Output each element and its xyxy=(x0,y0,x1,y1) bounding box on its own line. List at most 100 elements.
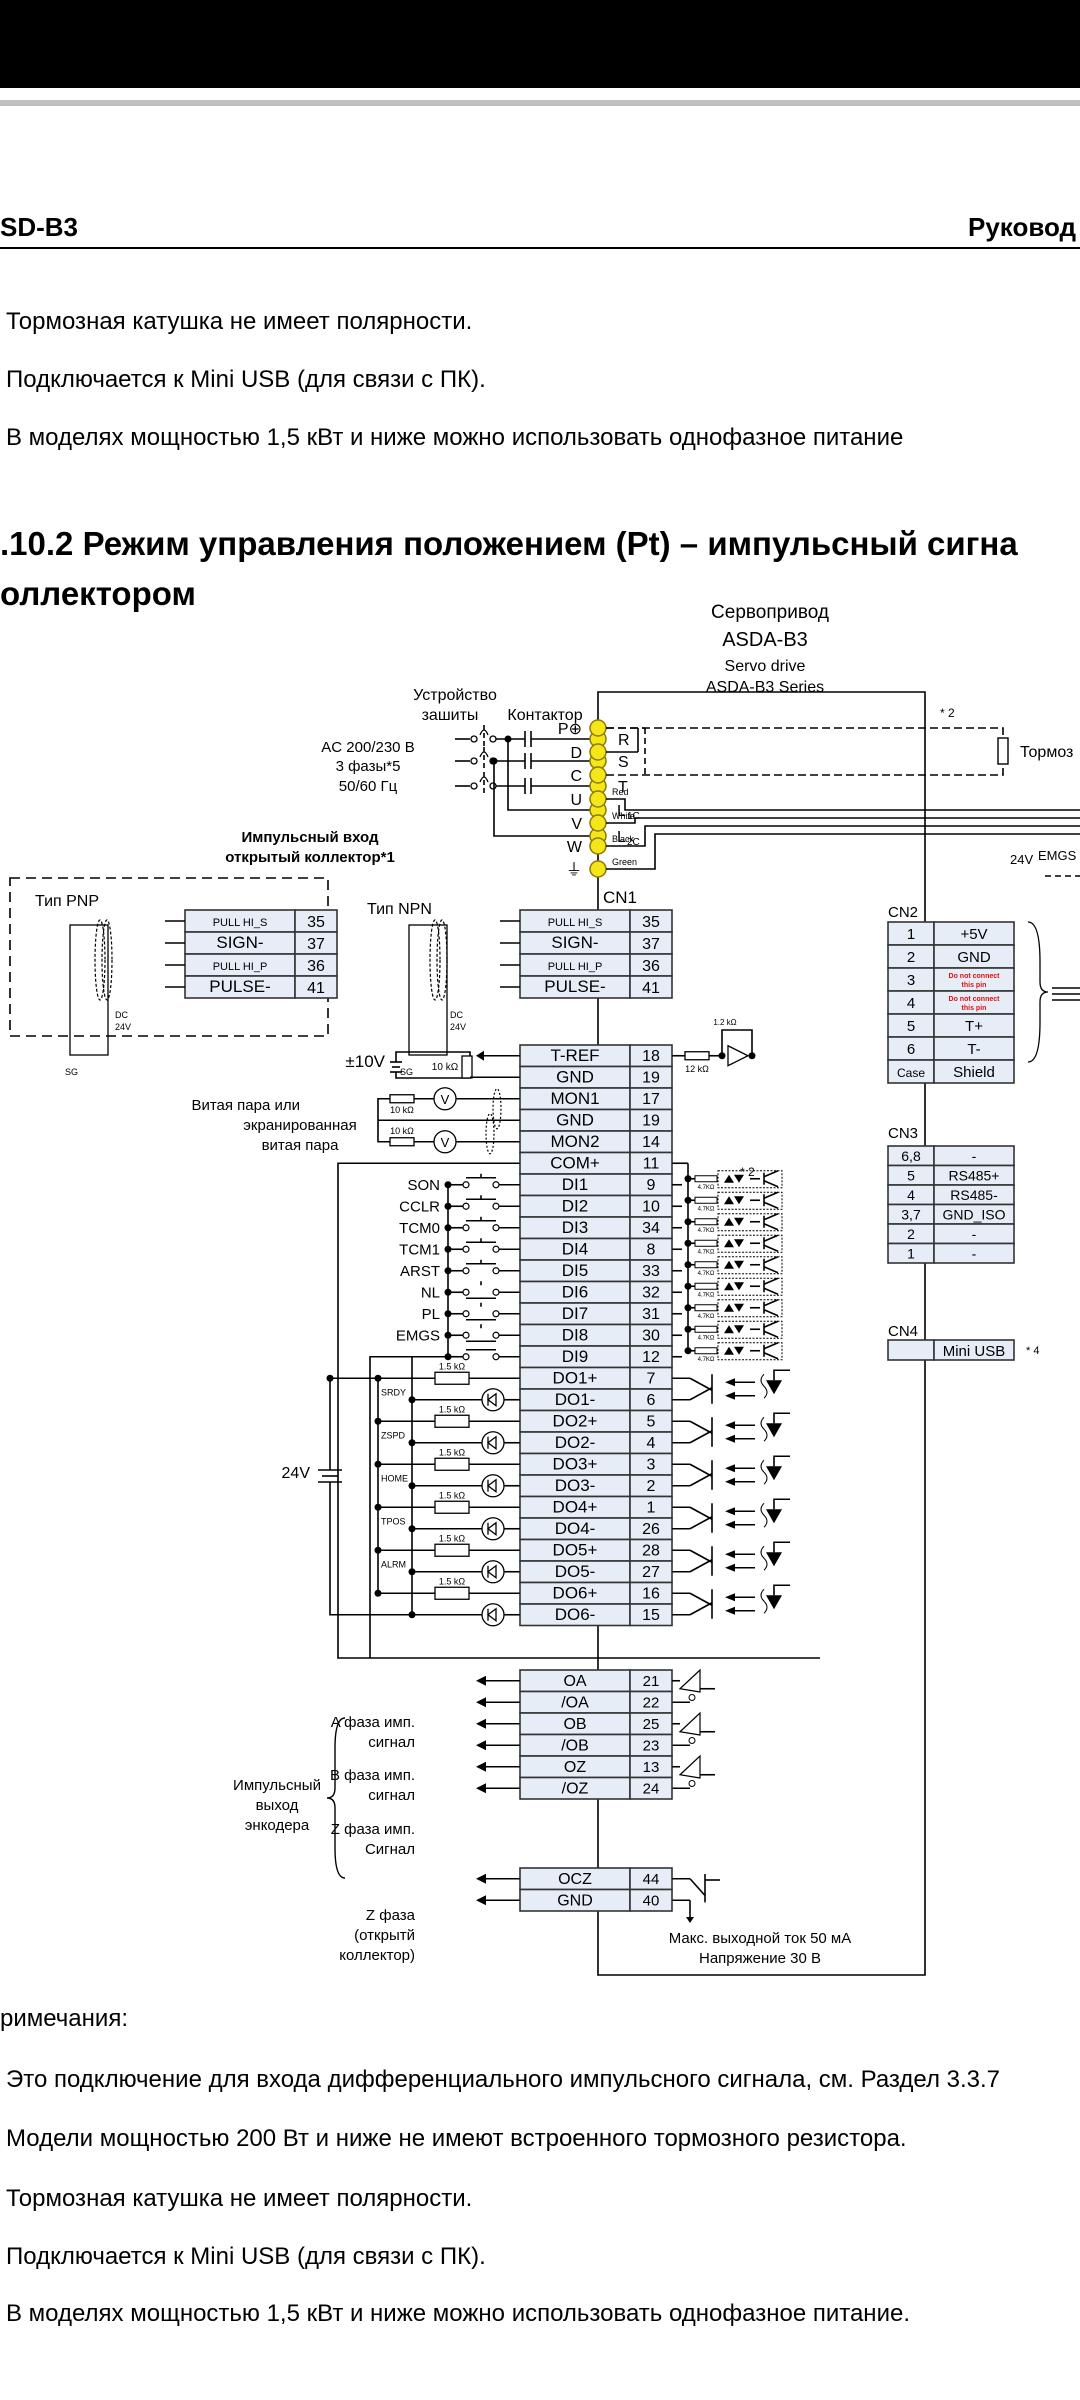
brake-resistor-icon xyxy=(997,737,1009,765)
led-pair-icon xyxy=(724,1303,744,1312)
motor-terminal-label: C xyxy=(570,768,582,785)
cn1-pin-27: 27 xyxy=(642,1564,660,1581)
breaker-contact-icon xyxy=(489,735,497,743)
di-resistor-icon xyxy=(694,1347,718,1355)
twisted-label-3: витая пара xyxy=(262,1137,339,1154)
cn3-signal: RS485+ xyxy=(949,1168,1000,1184)
sg-label: SG xyxy=(400,1067,413,1077)
emgs-24v-label: 24V xyxy=(1010,852,1033,867)
drive-title-ru: Сервопривод xyxy=(711,602,829,623)
drive-enclosure xyxy=(597,691,926,1976)
do-resistor-icon xyxy=(434,1543,470,1557)
npn-signal-name: PULL HI_S xyxy=(548,917,603,929)
encoder-signal-oz: OZ xyxy=(564,1759,586,1776)
cn1-pin-18: 18 xyxy=(642,1048,660,1065)
protection-label-1: Устройство xyxy=(413,687,497,704)
cn1-signal-di8: DI8 xyxy=(562,1326,588,1345)
npn-label: Тип NPN xyxy=(367,901,432,918)
npn-device-box xyxy=(408,924,448,1056)
encoder-pin-13: 13 xyxy=(643,1759,660,1776)
di-resistor-icon xyxy=(694,1218,718,1226)
notes-heading: римечания: xyxy=(0,2005,128,2032)
di-signal-tcm1: TCM1 xyxy=(399,1241,440,1258)
transistor-collector xyxy=(763,1256,779,1264)
top-note-3: В моделях мощностью 1,5 кВт и ниже можно… xyxy=(6,424,904,451)
diode-icon xyxy=(486,1607,497,1623)
di-resistor-icon xyxy=(694,1261,718,1269)
terminal-label-R: R xyxy=(618,732,630,749)
output-arrow-icon xyxy=(476,1740,486,1751)
motor-wire-green xyxy=(606,833,1080,870)
cn1-pin-5: 5 xyxy=(647,1414,656,1431)
top-black-bar xyxy=(0,0,1080,88)
led-pair-icon xyxy=(724,1282,744,1291)
encoder-pin-24: 24 xyxy=(643,1781,660,1798)
di-resistor-label: 4.7KΩ xyxy=(698,1292,715,1298)
voltmeter-label: V xyxy=(441,1135,450,1150)
do-resistor-icon xyxy=(434,1457,470,1471)
switch-contact-icon xyxy=(492,1353,500,1361)
note-5: В моделях мощностью 1,5 кВт и ниже можно… xyxy=(6,2300,910,2327)
shield-icon xyxy=(101,919,113,1001)
light-arrow-icon xyxy=(725,1378,735,1400)
pnp-dashed-box xyxy=(9,877,329,1037)
cn1-signal-di9: DI9 xyxy=(562,1347,588,1366)
led-pair-icon xyxy=(724,1239,744,1248)
diode-icon xyxy=(486,1478,497,1494)
do-resistor-icon xyxy=(434,1371,470,1385)
pot-label: 10 kΩ xyxy=(432,1062,459,1073)
cn4-mini-usb: Mini USB xyxy=(943,1343,1006,1360)
switch-contact-icon xyxy=(492,1224,500,1232)
do-signal-home: HOME xyxy=(381,1473,408,1483)
npn-pin-number: 37 xyxy=(642,936,660,953)
cn1-signal-do4+: DO4+ xyxy=(553,1498,598,1517)
terminal-label-S: S xyxy=(618,754,629,771)
pnp-label: Тип PNP xyxy=(35,893,99,910)
diode-icon xyxy=(486,1435,497,1451)
output-arrow-icon xyxy=(476,1783,486,1794)
encoder-signal-nob: /OB xyxy=(561,1738,589,1755)
di-resistor-icon xyxy=(694,1239,718,1247)
di-signal-cclr: CCLR xyxy=(399,1198,440,1215)
diode-icon xyxy=(486,1521,497,1537)
motor-wire-red xyxy=(606,798,1080,811)
cn1-signal-do4-: DO4- xyxy=(555,1519,596,1538)
switch-contact-icon xyxy=(492,1202,500,1210)
led-wire xyxy=(773,1584,790,1596)
cn2-warning: this pin xyxy=(962,1005,987,1012)
cn1-signal-di6: DI6 xyxy=(562,1283,588,1302)
transistor-collector xyxy=(763,1234,779,1242)
terminal-label-L1C: L xyxy=(617,803,626,820)
brake-resistor-label: Тормоз xyxy=(1020,744,1073,761)
light-arrow-icon xyxy=(725,1464,735,1486)
terminal-motor-0 xyxy=(589,719,607,737)
encoder-pin-25: 25 xyxy=(643,1716,660,1733)
cn1-pin-11: 11 xyxy=(643,1156,660,1173)
encoder-oc-pin-44: 44 xyxy=(643,1871,660,1888)
do-transistor xyxy=(689,1602,713,1616)
oc-transistor xyxy=(689,1878,706,1897)
switch-contact-icon xyxy=(492,1331,500,1339)
di-signal-pl: PL xyxy=(422,1306,440,1323)
cn1-signal-do2+: DO2+ xyxy=(553,1412,598,1431)
di-common xyxy=(369,1355,448,1658)
note-3: Тормозная катушка не имеет полярности. xyxy=(6,2185,473,2212)
emgs-label: EMGS xyxy=(1038,848,1077,863)
di-resistor-icon xyxy=(694,1325,718,1333)
encoder-z-label-2: Сигнал xyxy=(365,1841,415,1858)
diode-lamp-icon xyxy=(481,1560,505,1584)
pot-label: 10 kΩ xyxy=(390,1105,414,1115)
do-transistor xyxy=(689,1377,713,1391)
pnp-pin-number: 35 xyxy=(307,914,325,931)
wire-color-label: Black xyxy=(612,834,635,844)
feedback-wire xyxy=(721,1029,753,1056)
cn1-pin-30: 30 xyxy=(642,1328,660,1345)
cn3-pin-4: 4 xyxy=(907,1187,915,1203)
di-resistor-label: 4.7KΩ xyxy=(698,1314,715,1320)
output-arrow-icon xyxy=(476,1697,486,1708)
led-wire xyxy=(773,1369,790,1381)
led-icon xyxy=(766,1552,782,1567)
transistor-collector xyxy=(763,1191,779,1199)
encoder-signal-noa: /OA xyxy=(561,1695,589,1712)
light-wave-icon xyxy=(760,1502,768,1528)
